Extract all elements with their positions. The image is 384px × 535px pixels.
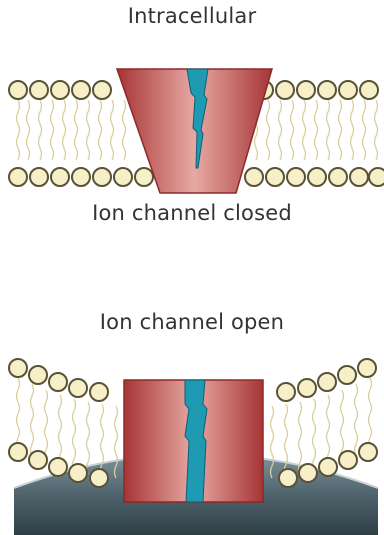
open-ion-channel [124, 380, 263, 502]
open-state-label: Ion channel open [0, 310, 384, 334]
closed-state-label: Ion channel closed [0, 201, 384, 225]
